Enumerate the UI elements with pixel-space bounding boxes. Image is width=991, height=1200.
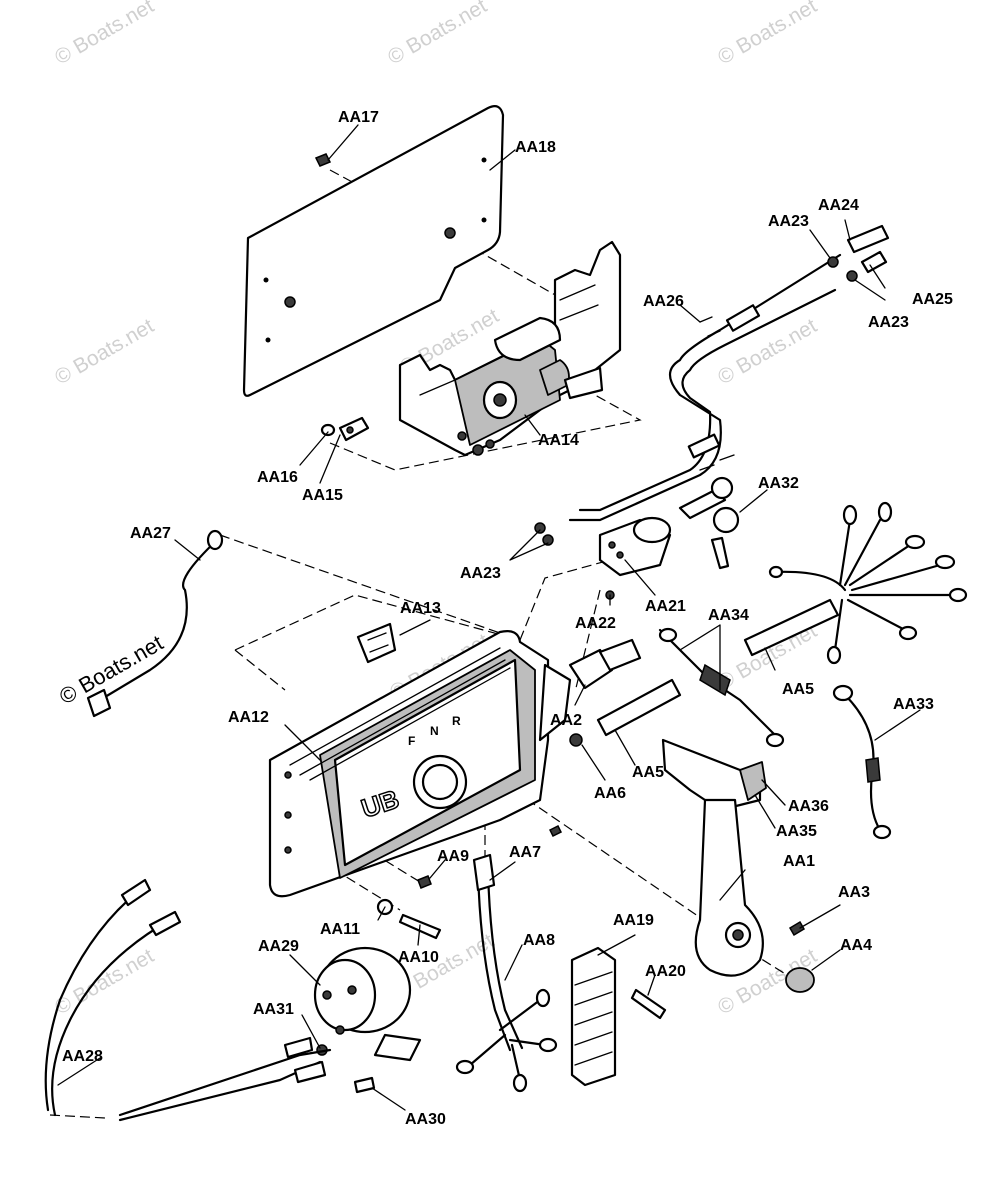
warning-horn (313, 946, 422, 1094)
cable-end-fittings (534, 224, 890, 546)
label-aa27: AA27 (130, 525, 171, 542)
label-aa31: AA31 (253, 1001, 294, 1018)
panel-letter-f: F (408, 734, 415, 748)
stop-switch-parts (568, 638, 682, 747)
label-aa29: AA29 (258, 938, 299, 955)
label-aa24: AA24 (818, 197, 859, 214)
label-aa7: AA7 (509, 844, 541, 861)
label-aa23-right: AA23 (868, 314, 909, 331)
label-aa11: AA11 (320, 921, 360, 938)
label-aa18: AA18 (515, 139, 556, 156)
bracket-and-washer (320, 416, 370, 442)
label-aa1: AA1 (783, 853, 815, 870)
wiring-harness (743, 501, 968, 665)
label-aa23-top: AA23 (768, 213, 809, 230)
control-mechanism (398, 240, 622, 457)
control-handle (661, 738, 815, 993)
label-aa26: AA26 (643, 293, 684, 310)
label-aa36: AA36 (788, 798, 829, 815)
label-aa8: AA8 (523, 932, 555, 949)
label-aa3: AA3 (838, 884, 870, 901)
housing-screws (376, 875, 442, 940)
throttle-shift-cables (568, 253, 842, 522)
label-aa33: AA33 (893, 696, 934, 713)
watermark: © Boats.net (51, 944, 158, 1019)
control-box-housing: UB F N R (268, 630, 572, 898)
label-aa20: AA20 (645, 963, 686, 980)
panel-letter-n: N (430, 724, 439, 738)
horn-wires (44, 878, 332, 1122)
label-aa34: AA34 (708, 607, 749, 624)
label-aa30: AA30 (405, 1111, 446, 1128)
label-aa14: AA14 (538, 432, 579, 449)
watermark: © Boats.net (714, 0, 821, 69)
label-aa32: AA32 (758, 475, 799, 492)
label-aa12: AA12 (228, 709, 269, 726)
label-aa25: AA25 (912, 291, 953, 308)
ground-wire (86, 529, 224, 718)
label-aa5-mid: AA5 (632, 764, 664, 781)
watermark: © Boats.net (384, 0, 491, 69)
ignition-switch (598, 476, 740, 600)
label-aa21: AA21 (645, 598, 686, 615)
watermark: © Boats.net (51, 314, 158, 389)
label-aa17: AA17 (338, 109, 379, 126)
label-aa22: AA22 (575, 615, 616, 632)
leader-lines (57, 124, 921, 1111)
label-aa4: AA4 (840, 937, 872, 954)
label-aa35: AA35 (776, 823, 817, 840)
label-aa5-right: AA5 (782, 681, 814, 698)
trim-switch-harness (455, 853, 558, 1093)
lanyard-cord (832, 684, 892, 840)
label-aa2: AA2 (550, 712, 582, 729)
label-aa19: AA19 (613, 912, 654, 929)
watermark: © Boats.net (51, 0, 158, 69)
part-labels: AA17 AA18 AA23 AA24 AA25 AA23 AA26 AA14 … (62, 109, 953, 1128)
label-aa15: AA15 (302, 487, 343, 504)
terminal-block (570, 946, 667, 1087)
mounting-plate (242, 105, 505, 397)
label-aa9: AA9 (437, 848, 469, 865)
lanyard-chain (658, 627, 785, 748)
panel-letter-r: R (452, 714, 461, 728)
label-aa16: AA16 (257, 469, 298, 486)
label-aa23-mid: AA23 (460, 565, 501, 582)
label-aa6: AA6 (594, 785, 626, 802)
label-aa13: AA13 (400, 600, 441, 617)
retaining-clip (356, 622, 397, 664)
label-aa28: AA28 (62, 1048, 103, 1065)
label-aa10: AA10 (398, 949, 439, 966)
